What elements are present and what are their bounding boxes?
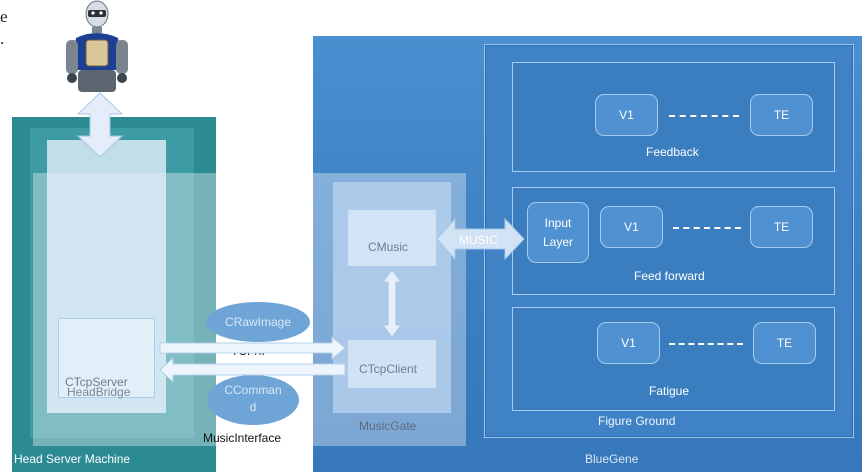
cmusic-box: CMusic [347, 209, 437, 267]
fatigue-te-node: TE [753, 322, 816, 364]
feed-forward-te-node: TE [750, 206, 813, 248]
figure-ground-label: Figure Ground [598, 414, 676, 428]
ctcpserver-box: CTcpServer [58, 318, 155, 398]
text-fragment: e . [0, 6, 8, 50]
bluegene-label: BlueGene [585, 452, 639, 466]
feed-forward-label: Feed forward [634, 269, 705, 283]
cmusic-label: CMusic [368, 240, 409, 254]
head-bridge-label: HeadBridge [67, 385, 131, 399]
feedback-label: Feedback [646, 145, 699, 159]
fatigue-dashed-connector [669, 343, 743, 345]
feedback-te-node: TE [750, 94, 813, 136]
robot-image [66, 0, 128, 92]
input-layer-node: Input Layer [527, 202, 589, 263]
text-fragment-line-1: e [0, 7, 8, 26]
feedback-v1-node: V1 [595, 94, 658, 136]
music-gate-label: MusicGate [359, 419, 417, 433]
crawimage-ellipse: CRawImage [206, 302, 310, 342]
ccommand-ellipse: CComman d [207, 375, 299, 425]
ctcpserver-label: CTcpServer [65, 375, 128, 389]
ctcpclient-box: CTcpClient [347, 339, 437, 389]
fatigue-label: Fatigue [649, 384, 690, 398]
feed-forward-dashed-connector [673, 227, 741, 229]
feed-forward-v1-node: V1 [600, 206, 663, 248]
tcpip-label: TCP/IP [231, 344, 270, 358]
fatigue-v1-node: V1 [597, 322, 660, 364]
music-interface-label: MusicInterface [203, 431, 282, 445]
head-server-machine-label: Head Server Machine [14, 452, 131, 466]
ctcpclient-label: CTcpClient [359, 362, 418, 376]
feedback-dashed-connector [669, 115, 739, 117]
text-fragment-line-2: . [0, 29, 5, 48]
music-label: MUSIC [459, 233, 498, 247]
